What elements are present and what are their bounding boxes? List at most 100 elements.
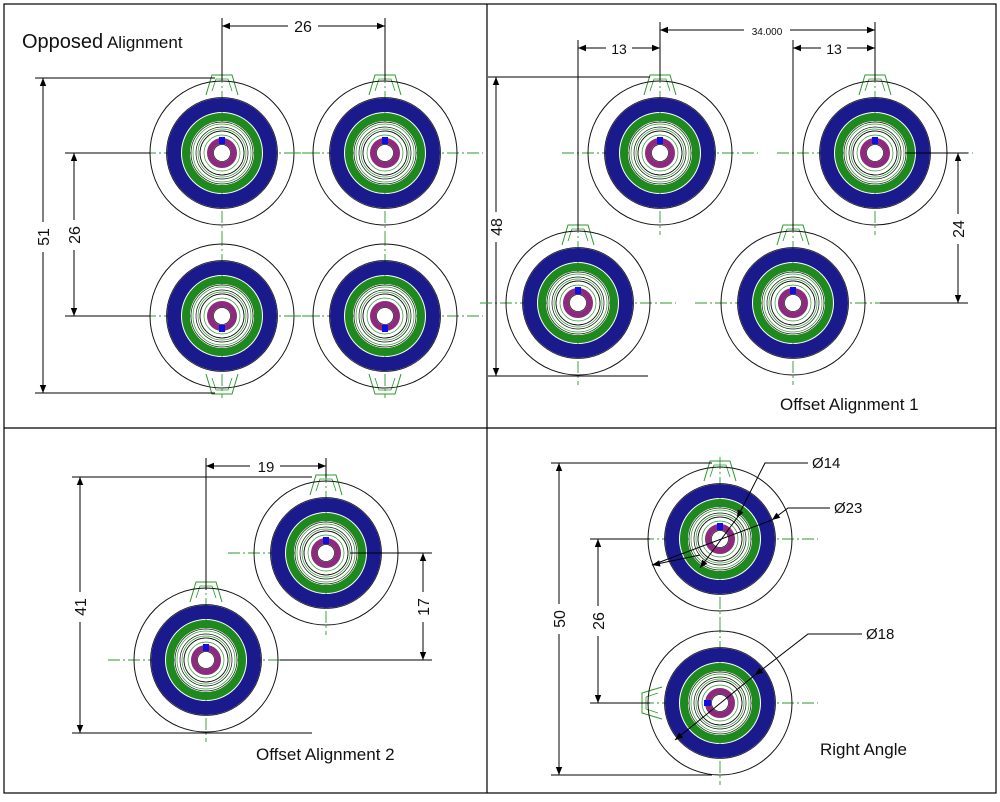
center-hole bbox=[376, 307, 394, 325]
leader-dia-inner-far bbox=[699, 517, 738, 569]
dim-bg bbox=[488, 212, 504, 242]
polarization-mark bbox=[219, 325, 225, 332]
dim-bg bbox=[821, 40, 847, 58]
inner-ring-green bbox=[635, 128, 685, 178]
green-ring bbox=[538, 263, 618, 343]
inner-ring-green bbox=[187, 641, 225, 679]
panel-title-offset2: Offset Alignment 2 bbox=[256, 745, 395, 764]
circular-connector-symbol bbox=[287, 234, 483, 398]
inner-ring-green bbox=[360, 128, 410, 178]
inner-ring-green bbox=[197, 291, 247, 341]
title-main-word: Opposed bbox=[22, 31, 103, 53]
dim-label-offset-left: 13 bbox=[611, 41, 627, 57]
outer-ring bbox=[665, 648, 775, 758]
labels: Opposed Alignment Offset Alignment 1 Off… bbox=[22, 16, 968, 764]
dim-label-overall-height: 41 bbox=[73, 598, 90, 616]
outer-ring bbox=[330, 98, 440, 208]
inner-ring-line bbox=[362, 130, 408, 176]
green-ring bbox=[166, 620, 246, 700]
inner-ring-line bbox=[770, 280, 816, 326]
dim-label-overall-height: 48 bbox=[489, 218, 506, 236]
center-hole bbox=[213, 144, 231, 162]
outer-ring bbox=[738, 248, 848, 358]
inner-ring-green bbox=[176, 630, 236, 690]
inner-ring-green bbox=[559, 284, 597, 322]
inner-ring-line bbox=[693, 512, 747, 566]
dim-bg bbox=[590, 606, 606, 636]
polarization-mark bbox=[203, 644, 209, 651]
outer-outline bbox=[312, 80, 458, 226]
circular-connector-symbol bbox=[695, 221, 891, 385]
dim-label-v-offset: 17 bbox=[416, 598, 433, 616]
inner-ring-line bbox=[362, 293, 408, 339]
inner-ring-green bbox=[701, 684, 739, 722]
circular-connector-symbol bbox=[287, 71, 483, 235]
dim-label-total-span: 34.000 bbox=[752, 27, 783, 38]
inner-ring-green bbox=[701, 520, 739, 558]
inner-ring-line bbox=[852, 130, 898, 176]
dimension-lines bbox=[35, 18, 968, 776]
polarization-mark bbox=[872, 137, 878, 144]
inner-ring-green bbox=[763, 273, 823, 333]
inner-ring-line bbox=[199, 293, 245, 339]
dim-bg bbox=[288, 16, 318, 36]
dim-bg bbox=[415, 592, 431, 622]
circular-connector-symbol bbox=[124, 71, 320, 235]
dim-label-v-offset: 24 bbox=[951, 220, 968, 238]
sheet-border bbox=[3, 3, 997, 794]
inner-ring-line bbox=[637, 130, 683, 176]
outer-ring bbox=[523, 248, 633, 358]
dim-label-offset-right: 13 bbox=[826, 41, 842, 57]
ring-edge bbox=[604, 97, 716, 209]
center-hole bbox=[197, 651, 215, 669]
outer-outline bbox=[505, 230, 651, 376]
green-ring bbox=[620, 113, 700, 193]
inner-ring-line bbox=[766, 276, 820, 330]
inner-ring-green bbox=[690, 509, 750, 569]
leader-dia-mid-far bbox=[674, 674, 756, 741]
title-rest-word: Alignment bbox=[103, 33, 183, 52]
dim-bg bbox=[950, 214, 966, 244]
dim-label-v-spacing: 26 bbox=[67, 226, 84, 244]
center-hole bbox=[376, 144, 394, 162]
outer-ring bbox=[167, 98, 277, 208]
leader-dia-outer-through bbox=[651, 519, 773, 566]
dim-label-dia-outer: Ø23 bbox=[834, 500, 862, 517]
green-ring bbox=[182, 276, 262, 356]
circular-connector-symbol bbox=[124, 234, 320, 398]
green-ring bbox=[753, 263, 833, 343]
outer-ring bbox=[151, 605, 261, 715]
inner-ring-green bbox=[355, 123, 415, 183]
inner-ring-green bbox=[197, 128, 247, 178]
circular-connector-symbol bbox=[480, 221, 676, 385]
circular-connector-symbol bbox=[622, 457, 818, 621]
inner-ring-line bbox=[358, 126, 412, 180]
inner-ring-green bbox=[548, 273, 608, 333]
inner-ring-green bbox=[774, 284, 812, 322]
inner-ring-green bbox=[181, 635, 231, 685]
inner-ring-line bbox=[633, 126, 687, 180]
inner-ring-green bbox=[192, 123, 252, 183]
center-hole bbox=[784, 294, 802, 312]
green-ring bbox=[182, 113, 262, 193]
ring-edge bbox=[150, 604, 262, 716]
outer-ring bbox=[605, 98, 715, 208]
green-ring bbox=[345, 276, 425, 356]
inner-ring-green bbox=[856, 134, 894, 172]
center-hole bbox=[317, 544, 335, 562]
inner-ring-green bbox=[850, 128, 900, 178]
inner-ring-line bbox=[358, 289, 412, 343]
panel-title-offset1: Offset Alignment 1 bbox=[780, 395, 919, 414]
ring-edge bbox=[664, 483, 776, 595]
dim-bg bbox=[34, 222, 52, 252]
dim-label-overall-height: 51 bbox=[36, 228, 53, 246]
ring-edge bbox=[329, 97, 441, 209]
dim-bg bbox=[72, 592, 88, 622]
leader-dia-mid bbox=[754, 633, 862, 676]
inner-ring-green bbox=[366, 297, 404, 335]
panel-title-opposed: Opposed Alignment bbox=[22, 31, 183, 53]
ring-edge bbox=[166, 97, 278, 209]
polarization-mark bbox=[575, 287, 581, 294]
circular-connector-symbol bbox=[562, 71, 758, 235]
